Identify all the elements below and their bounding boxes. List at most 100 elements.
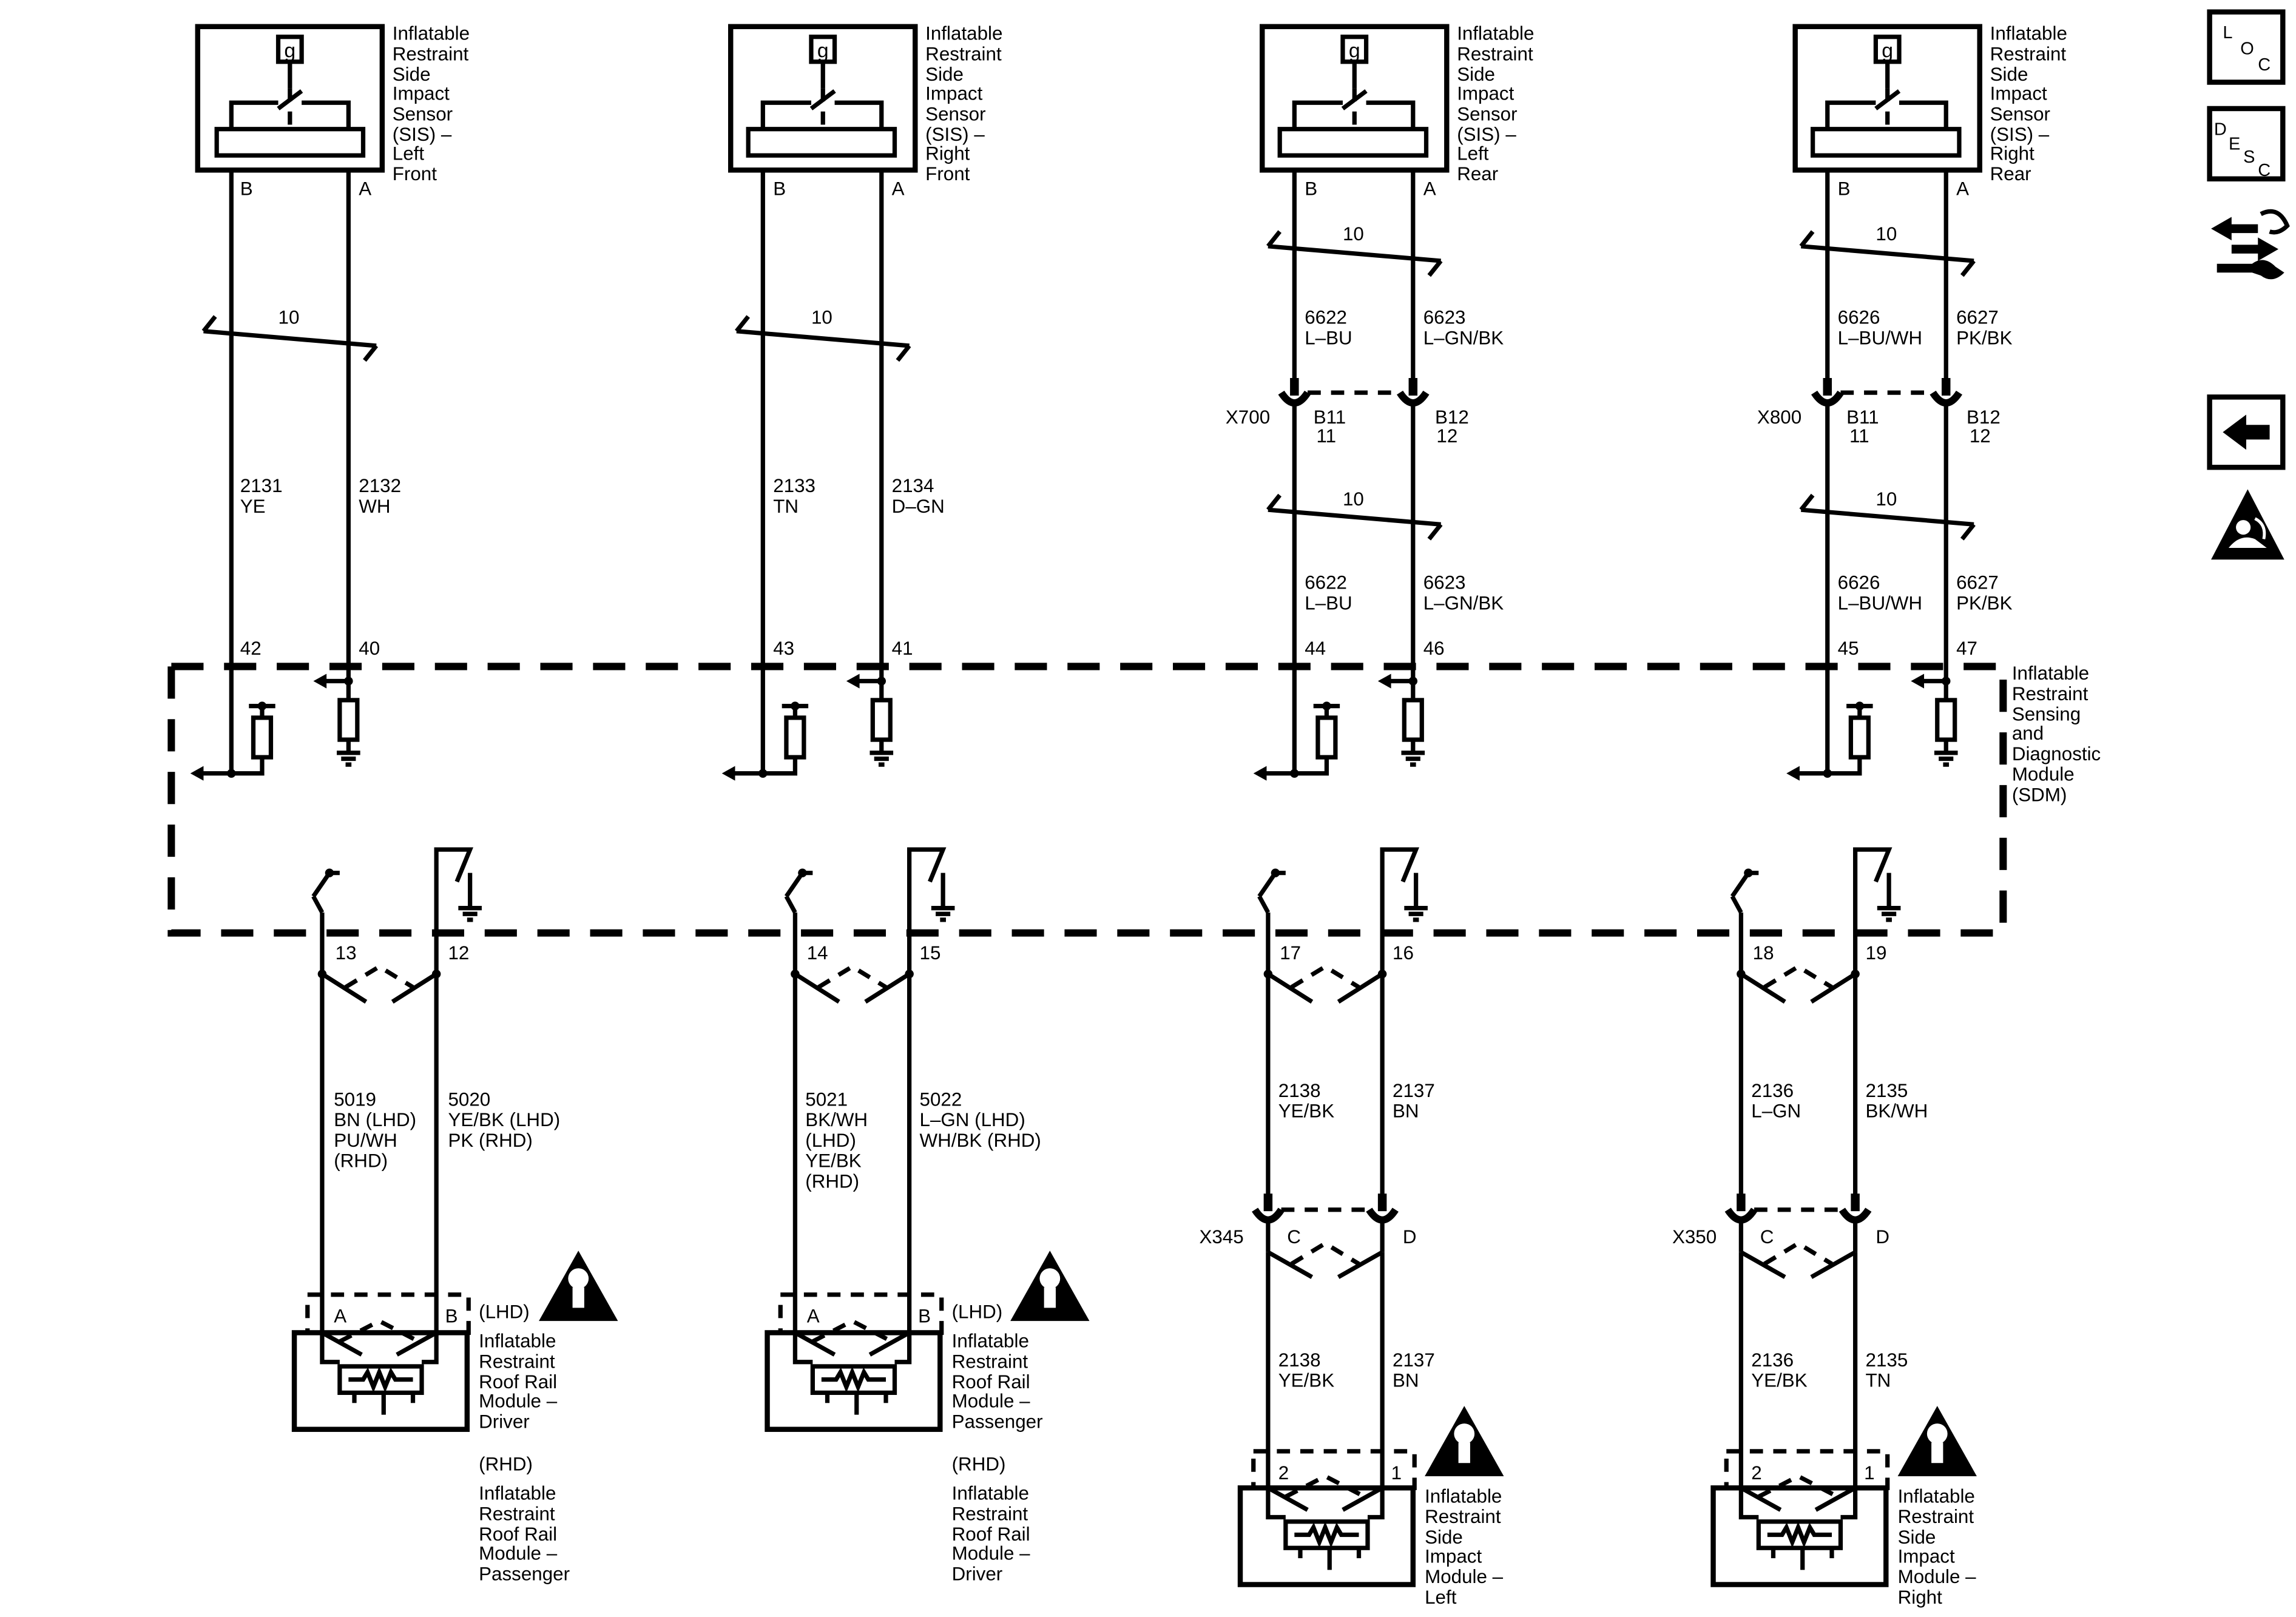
svg-text:10: 10 [811, 307, 832, 328]
svg-text:46: 46 [1423, 638, 1445, 659]
svg-text:Inflatable: Inflatable [952, 1331, 1029, 1352]
svg-text:g: g [817, 39, 829, 62]
svg-text:Restraint: Restraint [393, 43, 469, 64]
svg-text:B12: B12 [1967, 407, 2001, 428]
sensor-left-front: g B A Inflatable Restraint Side Impact S… [195, 23, 470, 199]
airbag-warning-icon [539, 1251, 618, 1322]
svg-text:2138: 2138 [1278, 1349, 1321, 1371]
svg-text:Restraint: Restraint [479, 1503, 555, 1524]
svg-text:YE/BK: YE/BK [1278, 1101, 1334, 1122]
svg-text:(LHD): (LHD) [952, 1301, 1003, 1322]
svg-text:Restraint: Restraint [952, 1503, 1028, 1524]
airbag-warning-icon [1897, 1406, 1977, 1476]
svg-text:(RHD): (RHD) [479, 1453, 533, 1474]
svg-text:Module: Module [2012, 764, 2075, 785]
svg-text:5019: 5019 [334, 1089, 376, 1110]
svg-text:BK/WH: BK/WH [805, 1109, 868, 1130]
svg-text:Side: Side [925, 64, 964, 85]
svg-text:6623: 6623 [1423, 572, 1466, 593]
svg-text:(RHD): (RHD) [334, 1150, 388, 1172]
svg-text:5022: 5022 [920, 1089, 962, 1110]
svg-text:B: B [1838, 178, 1851, 199]
svg-text:Roof Rail: Roof Rail [479, 1524, 557, 1545]
svg-text:Inflatable: Inflatable [479, 1331, 556, 1352]
svg-text:19: 19 [1866, 942, 1887, 964]
desc-icon: D E S C [2214, 120, 2271, 180]
svg-text:Left: Left [1457, 143, 1489, 164]
svg-text:g: g [284, 39, 295, 62]
svg-text:Diagnostic: Diagnostic [2012, 743, 2101, 765]
svg-text:2135: 2135 [1866, 1349, 1908, 1371]
sensor-right-front: g B A Inflatable Restraint Side Impact S… [728, 23, 1002, 199]
svg-text:Impact: Impact [1457, 83, 1514, 104]
twist-marker: 10 [1266, 223, 1443, 277]
svg-text:(LHD): (LHD) [805, 1130, 856, 1151]
loc-button[interactable]: L O C [2207, 9, 2286, 85]
svg-text:Sensor: Sensor [1990, 103, 2050, 124]
desc-button[interactable]: D E S C [2207, 106, 2286, 182]
svg-text:47: 47 [1956, 638, 1977, 659]
svg-text:Right: Right [925, 143, 970, 164]
twist-marker: 10 [201, 307, 379, 362]
svg-text:PK (RHD): PK (RHD) [448, 1130, 532, 1151]
svg-text:L–BU: L–BU [1305, 327, 1352, 348]
svg-text:Inflatable: Inflatable [1425, 1485, 1502, 1507]
svg-text:and: and [2012, 723, 2044, 744]
svg-text:L–GN/BK: L–GN/BK [1423, 592, 1504, 613]
svg-text:TN: TN [1866, 1370, 1891, 1391]
svg-text:10: 10 [1343, 488, 1364, 510]
svg-text:Module –: Module – [1898, 1566, 1977, 1587]
svg-text:Driver: Driver [479, 1411, 530, 1432]
svg-text:(SIS) –: (SIS) – [1990, 124, 2050, 145]
back-arrow-icon [2223, 414, 2270, 450]
svg-text:Impact: Impact [393, 83, 450, 104]
svg-text:PU/WH: PU/WH [334, 1130, 397, 1151]
connector-x350: X350 [1672, 1226, 1717, 1247]
svg-text:B11: B11 [1314, 407, 1346, 428]
svg-text:Roof Rail: Roof Rail [479, 1371, 557, 1393]
svg-text:A: A [359, 178, 371, 199]
connector-x345: X345 [1199, 1226, 1243, 1247]
svg-text:Restraint: Restraint [952, 1351, 1028, 1372]
svg-text:Right: Right [1990, 143, 2034, 164]
back-button[interactable] [2207, 394, 2286, 470]
svg-text:Right: Right [1898, 1587, 1942, 1608]
svg-text:PK/BK: PK/BK [1956, 327, 2012, 348]
svg-text:Passenger: Passenger [952, 1411, 1043, 1432]
svg-text:L–BU: L–BU [1305, 592, 1352, 613]
svg-text:Restraint: Restraint [1990, 43, 2067, 64]
svg-text:Side: Side [1457, 64, 1495, 85]
svg-text:12: 12 [1436, 425, 1457, 447]
svg-text:Front: Front [393, 163, 437, 184]
svg-text:15: 15 [920, 942, 941, 964]
svg-text:L: L [2223, 23, 2232, 42]
svg-text:L–GN (LHD): L–GN (LHD) [920, 1109, 1025, 1130]
svg-text:Rear: Rear [1990, 163, 2031, 184]
svg-text:Impact: Impact [1425, 1545, 1482, 1567]
svg-text:BN: BN [1393, 1101, 1419, 1122]
connector-tool-icon[interactable] [2211, 209, 2290, 280]
airbag-warning-icon[interactable] [2211, 489, 2284, 560]
svg-text:BN: BN [1393, 1370, 1419, 1391]
svg-text:B: B [773, 178, 786, 199]
svg-text:Module –: Module – [952, 1391, 1031, 1412]
svg-text:41: 41 [892, 638, 913, 659]
svg-text:Driver: Driver [952, 1563, 1003, 1584]
svg-text:6627: 6627 [1956, 572, 1999, 593]
svg-text:2131: 2131 [240, 475, 283, 496]
svg-text:E: E [2229, 135, 2240, 154]
svg-text:Restraint: Restraint [2012, 683, 2088, 704]
svg-text:2133: 2133 [773, 475, 815, 496]
svg-text:BK/WH: BK/WH [1866, 1101, 1928, 1122]
svg-text:10: 10 [1876, 223, 1897, 245]
svg-text:2137: 2137 [1393, 1080, 1435, 1101]
svg-text:Module –: Module – [1425, 1566, 1504, 1587]
svg-text:D: D [2214, 120, 2227, 139]
svg-text:12: 12 [1970, 425, 1991, 447]
side-impact-module-left: 2138 YE/BK 2137 BN X345 C D 2138 YE/BK 2… [1199, 1080, 1504, 1608]
svg-text:Inflatable: Inflatable [1898, 1485, 1975, 1507]
connector-x800: X800 [1757, 407, 1801, 428]
svg-text:YE/BK (LHD): YE/BK (LHD) [448, 1109, 560, 1130]
svg-text:BN (LHD): BN (LHD) [334, 1109, 416, 1130]
svg-text:Side: Side [393, 64, 431, 85]
